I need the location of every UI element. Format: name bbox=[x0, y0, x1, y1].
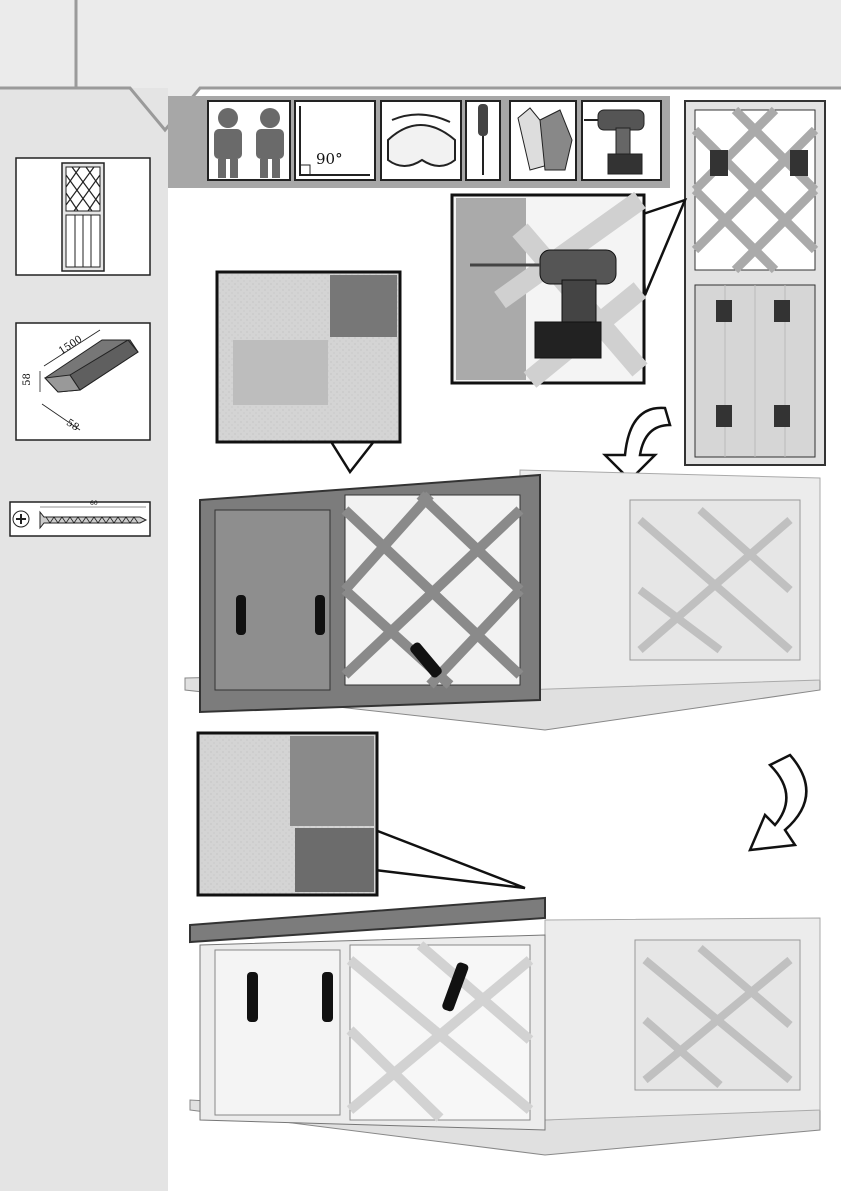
part-screw bbox=[10, 502, 150, 536]
panel-with-drills bbox=[685, 101, 825, 465]
right-angle-icon bbox=[295, 101, 375, 180]
zoom-corner-detail-1 bbox=[217, 272, 400, 472]
part-lattice-panel bbox=[16, 158, 150, 275]
assembly-step-2 bbox=[190, 898, 820, 1155]
zoom-corner-detail-2 bbox=[198, 733, 525, 895]
two-people-icon bbox=[208, 101, 290, 180]
cordless-drill-icon bbox=[582, 101, 661, 180]
zoom-drill-detail bbox=[452, 195, 685, 383]
safety-goggles-icon bbox=[381, 101, 461, 180]
assembly-step-1 bbox=[185, 470, 820, 730]
screw-length-label: 60 bbox=[90, 500, 98, 507]
gloves-icon bbox=[510, 101, 576, 180]
screwdriver-icon bbox=[466, 101, 500, 180]
angle-label: 90° bbox=[316, 150, 343, 168]
arrow-down-1 bbox=[605, 408, 670, 480]
beam-height-label: 58 bbox=[22, 373, 33, 386]
arrow-down-2 bbox=[750, 755, 806, 850]
